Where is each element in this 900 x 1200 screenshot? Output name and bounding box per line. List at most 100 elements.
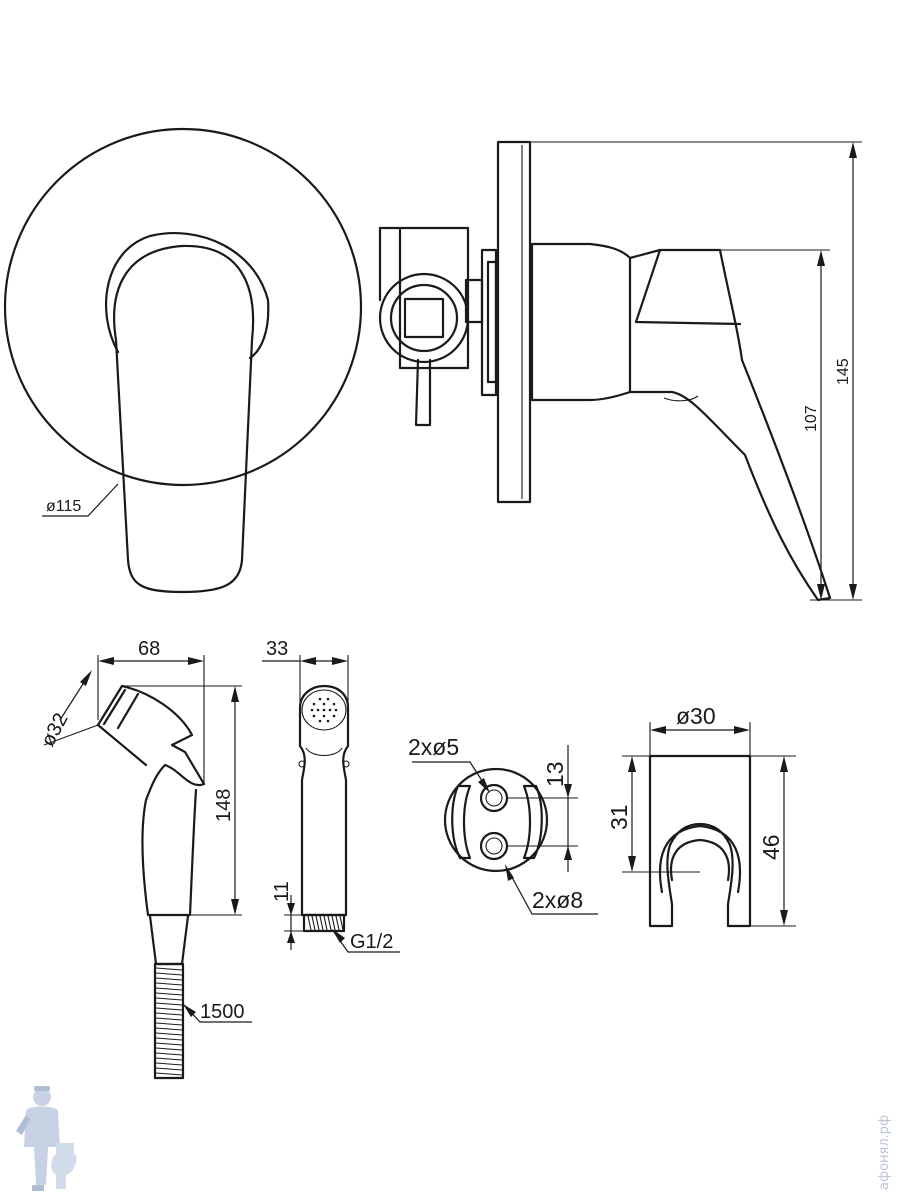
dim-31-arrow-bottom (628, 856, 636, 872)
lever-side (628, 248, 832, 602)
spray-nozzle (322, 702, 326, 706)
hose-rib (155, 1062, 183, 1066)
shower-length-label: 68 (138, 638, 160, 660)
mixer-body (530, 242, 632, 402)
thread-line (323, 915, 328, 931)
dim-30-arrow-right (734, 726, 750, 734)
dim-68-arrow-right (188, 657, 204, 665)
wall-plate (496, 140, 532, 504)
spray-face (301, 689, 347, 731)
dim-32-ext (43, 724, 99, 746)
dim-148-arrow-top (231, 686, 239, 702)
body-total-height-label: 145 (835, 358, 852, 385)
hose-ribs (155, 967, 183, 1076)
shower-front-outline (298, 684, 350, 917)
thread-line (307, 915, 312, 931)
hose-rib (155, 1072, 183, 1076)
spray-nozzles (310, 697, 338, 723)
holder-back-rail-right (522, 784, 543, 860)
mount-hole-bottom-outer (479, 831, 509, 861)
hose-rib (155, 977, 183, 981)
spray-nozzle (312, 714, 316, 718)
holder-back-view: 2xø5 13 2xø8 (408, 734, 598, 915)
hose-rib (155, 997, 183, 1001)
dim-13-arrow-top (564, 784, 572, 798)
large-holes-arrow (505, 864, 514, 881)
shower-front-dot-left (298, 760, 306, 768)
spray-nozzle (316, 708, 320, 712)
thread-line (335, 915, 340, 931)
spray-nozzle (312, 702, 316, 706)
holder-height-label: 46 (758, 834, 784, 860)
rosette-plate (3, 127, 363, 487)
thread-connector (302, 913, 346, 933)
watermark-site-text: афонял.рф (877, 1115, 892, 1190)
spray-nozzle (322, 714, 326, 718)
spray-nozzle (328, 708, 332, 712)
valve-square-stem (403, 297, 445, 339)
holder-front-view: ø30 31 46 (606, 703, 796, 928)
plumber-mascot-icon (16, 1086, 77, 1191)
spray-nozzle (332, 702, 336, 706)
dim-145-arrow-top (849, 142, 857, 158)
hose-rib (155, 972, 183, 976)
valve-flange-inner (486, 260, 498, 384)
shower-head-diameter-label: ø32 (37, 710, 73, 751)
hand-shower-side-view: 68 ø32 148 1500 (37, 638, 252, 1080)
hose-rib (155, 982, 183, 986)
hose-rib (155, 1017, 183, 1021)
valve-ring-outer (378, 272, 470, 364)
hose-rib (155, 1057, 183, 1061)
hose-rib (155, 992, 183, 996)
dim-31-arrow-top (628, 756, 636, 772)
mount-hole-top-outer (479, 783, 509, 813)
thread-line (319, 915, 324, 931)
spray-nozzle (322, 708, 326, 712)
holder-mount-height-label: 31 (606, 804, 632, 830)
small-holes-leader (412, 761, 489, 791)
spray-nozzle (318, 697, 322, 701)
hand-shower-front-view: 33 11 G1/2 (262, 638, 400, 953)
dim-68-arrow-left (98, 657, 114, 665)
lever-side-tip (663, 395, 699, 402)
hose-rib (155, 1032, 183, 1036)
rosette-diameter-leader (42, 483, 119, 517)
spray-nozzle (332, 714, 336, 718)
hose-rib (155, 1047, 183, 1051)
shower-head-side (96, 684, 206, 917)
valve-pin (414, 358, 432, 427)
holder-hole-spacing-label: 13 (542, 761, 568, 787)
large-holes-leader (507, 869, 598, 915)
hose-rib (155, 1042, 183, 1046)
mixer-side-view (378, 140, 832, 602)
hose-rib (155, 1027, 183, 1031)
rosette-diameter-label: ø115 (46, 498, 81, 515)
dim-11-arrow-top (287, 903, 295, 915)
lever-side-bevel (634, 248, 742, 326)
hose-rib (155, 987, 183, 991)
hose-length-label: 1500 (200, 1001, 245, 1023)
thread-line (331, 915, 336, 931)
shower-front-dot-right (342, 760, 350, 768)
dim-32-arrow-top (80, 670, 92, 686)
spray-nozzle (310, 708, 314, 712)
thread-lines (307, 915, 344, 931)
valve-ring-inner (389, 283, 459, 353)
hose (153, 962, 185, 1080)
connector-length-label: 11 (271, 881, 293, 902)
dim-13-arrow-bottom (564, 846, 572, 860)
shower-connector (148, 914, 190, 966)
lever-base-collar (105, 232, 270, 360)
dim-145-arrow-bottom (849, 584, 857, 600)
holder-cradle-inner (670, 838, 730, 882)
shower-thickness-label: 33 (266, 638, 288, 660)
shower-grip-top (96, 723, 148, 767)
holder-back-rail-left (451, 784, 472, 860)
holder-small-holes-label: 2xø5 (408, 734, 459, 760)
shower-front-neck (305, 747, 343, 757)
thread-line (327, 915, 332, 931)
spray-nozzle (318, 719, 322, 723)
thread-line (315, 915, 320, 931)
mount-hole-bottom-inner (485, 837, 503, 855)
